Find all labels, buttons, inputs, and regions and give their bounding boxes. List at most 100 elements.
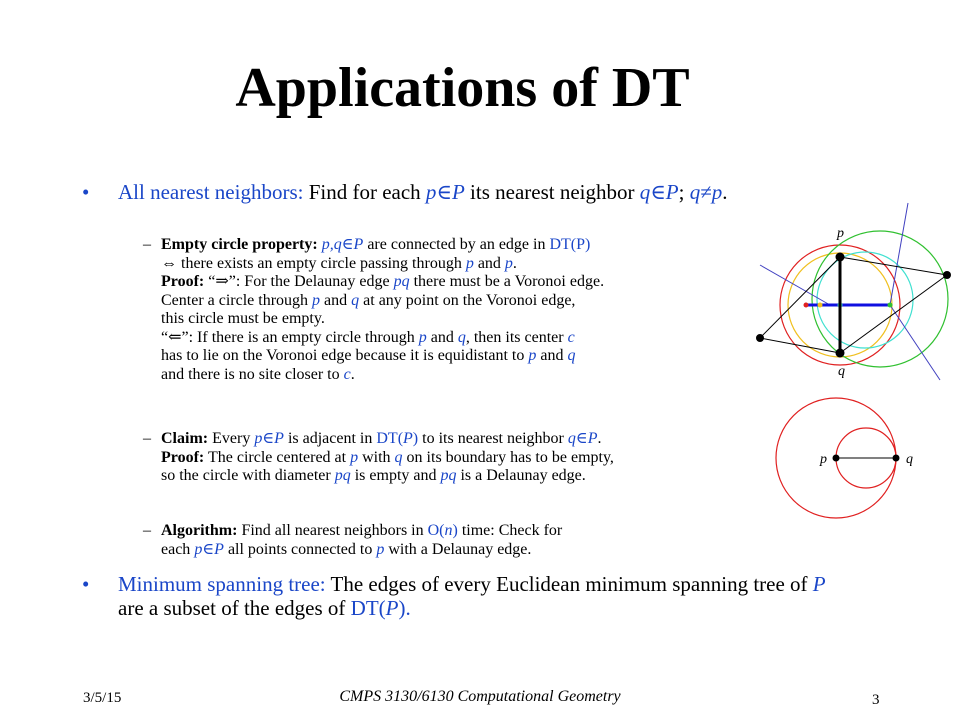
text: has to lie on the Voronoi edge because i… <box>161 347 525 364</box>
math: ∈ <box>202 540 215 558</box>
site-p <box>832 454 840 462</box>
text: The circle centered at <box>204 448 351 466</box>
text: and <box>324 291 348 309</box>
text: . <box>597 430 602 447</box>
text: Find for each <box>303 180 426 204</box>
text: to its nearest neighbor <box>418 430 568 447</box>
text: . <box>722 180 728 204</box>
text: is empty and <box>350 467 441 484</box>
math: p <box>418 328 427 346</box>
math: p <box>528 347 537 364</box>
math: q <box>567 430 576 447</box>
math: q <box>394 448 403 466</box>
green-circle <box>811 230 949 368</box>
circle-center <box>803 302 809 308</box>
term: Proof: <box>161 448 205 466</box>
text: and <box>540 347 564 364</box>
text: is a Delaunay edge. <box>456 467 586 484</box>
text: Every <box>208 430 255 447</box>
site <box>943 271 951 279</box>
math: q <box>689 180 701 204</box>
text: there must be a Voronoi edge. <box>413 273 605 290</box>
math: p <box>465 254 474 272</box>
text: The edges of every Euclidean minimum spa… <box>325 572 813 596</box>
page-number: 3 <box>872 692 880 708</box>
text: , then its center <box>465 328 564 346</box>
math: p <box>194 540 203 558</box>
text: ⇔ there exists an empty circle passing t… <box>161 254 462 272</box>
dash: – <box>143 430 151 447</box>
text: and there is no site closer to <box>161 365 340 383</box>
math: q <box>457 328 466 346</box>
circle-center <box>817 302 823 308</box>
math: DT(P) <box>549 236 591 253</box>
math: c <box>343 365 351 383</box>
bullet-dot: • <box>82 180 90 204</box>
math: DT( <box>376 430 404 447</box>
voronoi-edge <box>889 304 941 381</box>
text: each <box>161 540 195 558</box>
math: p,q∈P <box>321 236 364 253</box>
text: and <box>430 328 454 346</box>
text: on its boundary has to be empty, <box>402 448 614 466</box>
text: are connected by an edge in <box>367 236 546 253</box>
math: P <box>385 596 399 620</box>
text: this circle must be empty. <box>161 310 325 327</box>
bullet-label: All nearest neighbors: <box>118 180 304 204</box>
math: ) <box>412 430 419 447</box>
nearest-neighbor-figure: p q <box>775 397 913 519</box>
math: ∈ <box>575 430 588 447</box>
term: Proof: <box>161 273 205 290</box>
delaunay-edge <box>839 256 948 276</box>
math: P <box>403 430 413 447</box>
text: with a Delaunay edge. <box>384 540 532 558</box>
slide-title: Applications of DT <box>235 57 690 119</box>
label-q: q <box>838 364 845 379</box>
footer-course: CMPS 3130/6130 Computational Geometry <box>339 688 621 705</box>
delaunay-voronoi-figure: p q <box>756 202 951 381</box>
math: P <box>665 180 679 204</box>
bullet-label: Minimum spanning tree: <box>118 572 326 596</box>
dash: – <box>143 522 151 539</box>
site-p <box>835 252 845 262</box>
term: Empty circle property: <box>161 236 318 253</box>
math: ). <box>398 596 411 620</box>
math: q <box>639 180 651 204</box>
math: p <box>254 430 263 447</box>
math: p <box>425 180 437 204</box>
text: are a subset of the edges of <box>118 596 351 620</box>
math: n <box>444 522 453 539</box>
math: ∈ <box>650 180 666 204</box>
math: p <box>504 254 513 272</box>
text: with <box>358 448 395 466</box>
math: p <box>312 291 321 309</box>
text: “⇒”: For the Delaunay edge <box>208 273 390 290</box>
math: ≠ <box>700 180 712 204</box>
text: is adjacent in <box>283 430 377 447</box>
site-q <box>835 348 845 358</box>
delaunay-edge <box>759 337 841 354</box>
delaunay-edge <box>759 256 841 339</box>
red-circle <box>779 244 901 366</box>
delaunay-edge <box>839 274 948 354</box>
text: at any point on the Voronoi edge, <box>363 291 576 309</box>
math: pq <box>440 467 457 484</box>
math: P <box>812 572 826 596</box>
text: so the circle with diameter <box>161 467 335 484</box>
math: P <box>214 540 224 558</box>
text: Find all nearest neighbors in <box>237 522 428 539</box>
text: ; <box>678 180 690 204</box>
label-p: p <box>836 226 844 241</box>
math: q <box>567 347 576 364</box>
math: q <box>351 291 360 309</box>
text: Center a circle through <box>161 291 309 309</box>
voronoi-edge <box>759 264 831 306</box>
math: pq <box>393 273 410 290</box>
math: DT( <box>350 596 386 620</box>
math: ) <box>452 522 458 539</box>
text: all points connected to <box>223 540 377 558</box>
math: c <box>567 328 575 346</box>
voronoi-edge <box>889 202 909 306</box>
math: P <box>451 180 465 204</box>
math: ∈ <box>262 430 275 447</box>
